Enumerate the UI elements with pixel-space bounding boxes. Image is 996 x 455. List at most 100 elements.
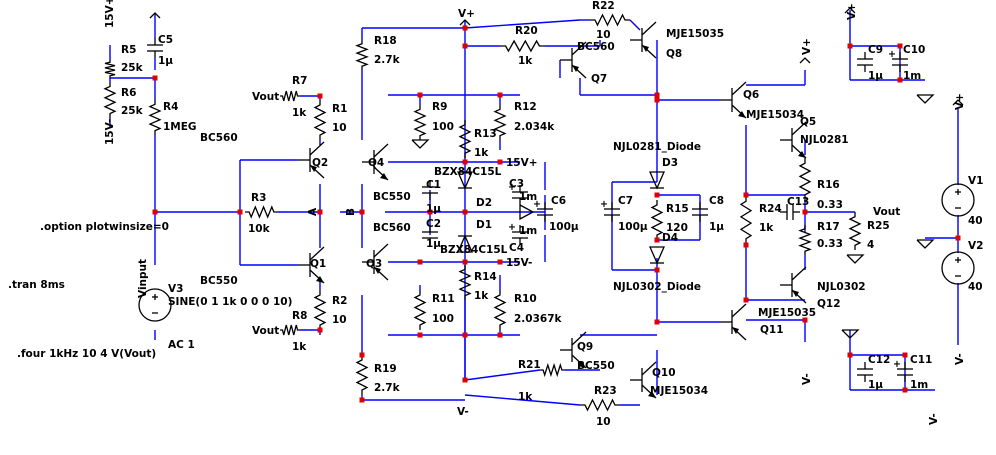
label-c1: C1 [426,179,441,191]
label-c1v: 1µ [426,203,441,215]
label-bc560-q7: BC560 [577,41,615,53]
r13-resistor [458,120,472,158]
label-c10: C10 [903,44,925,56]
junction [497,92,503,98]
label-vplus-c9: V+ [846,3,858,20]
label-vout2: Vout [252,325,279,337]
net-flag [799,57,811,64]
junction [462,377,468,383]
label-q3: Q3 [366,258,382,270]
junction [847,43,853,49]
label-r8v: 1k [292,341,307,353]
junction [743,242,749,248]
label-r9: R9 [432,101,447,113]
label-r15: R15 [666,203,689,215]
junction [417,332,423,338]
junction [497,159,503,165]
label-vout3: Vout [873,206,900,218]
c6-capacitor: + [533,199,541,210]
r22-resistor [590,13,630,27]
wire [464,394,581,406]
label-r19v: 2.7k [374,382,401,394]
junctions [152,25,961,403]
label-vminus-bot: V- [457,406,469,418]
c11-capacitor: + [893,359,901,370]
junction [462,43,468,49]
junction [427,209,433,215]
r25-resistor [848,212,862,250]
label-r5: R5 [121,44,136,56]
label-r20: R20 [515,25,538,37]
label-vplus-top: V+ [458,8,475,20]
junction [462,159,468,165]
label-c4: C4 [509,242,524,254]
r2-resistor [313,290,327,330]
label-bzx2: BZX84C15L [440,244,508,256]
junction [417,259,423,265]
net-flag [149,12,161,19]
v1-source [941,183,975,217]
r12-resistor [493,105,507,140]
r24-resistor [739,195,753,245]
junction [847,352,853,358]
junction [654,237,660,243]
label-bzx1: BZX84C15L [434,166,502,178]
label-vinput: Vinput [137,259,149,298]
label-r2: R2 [332,295,347,307]
wire [464,19,581,29]
label-q7: Q7 [591,73,607,85]
r6-resistor [103,82,117,118]
label-q12: Q12 [817,298,841,310]
wire [464,369,541,381]
junction [462,332,468,338]
label-r17: R17 [817,221,840,233]
label-tran: .tran 8ms [8,279,65,291]
q1-transistor [316,276,324,283]
q5-transistor [798,151,806,158]
ground-symbol [916,239,935,249]
label-r24: R24 [759,203,782,215]
label-c9: C9 [868,44,883,56]
label-c7v: 100µ [618,221,648,233]
q9-transistor [571,331,587,346]
junction [902,387,908,393]
junction [654,267,660,273]
label-mje15035-q8: MJE15035 [666,28,724,40]
junction [897,77,903,83]
junction [654,319,660,325]
label-r12: R12 [514,101,537,113]
net-flag [952,99,964,106]
c3-capacitor: + [508,182,516,193]
label-r25: R25 [867,220,890,232]
label-v2: V2 [968,240,983,252]
label-q11: Q11 [760,324,784,336]
q7-transistor [572,65,579,72]
label-mje15034-q10: MJE15034 [650,385,708,397]
label-r6: R6 [121,87,136,99]
label-c11: C11 [910,354,932,366]
r18-resistor [355,40,369,70]
label-c5: C5 [158,34,173,46]
label-c3: C3 [509,178,524,190]
r5-resistor [104,60,116,78]
label-v15m: 15V- [506,257,532,269]
wire [629,19,641,31]
label-c10v: 1m [903,70,921,82]
junction [359,397,365,403]
junction [955,235,961,241]
q7-transistor [571,41,587,56]
label-na: A [307,207,319,216]
q10-transistor [648,391,656,398]
label-q4: Q4 [368,157,384,169]
q3-transistor [374,267,381,274]
label-q9: Q9 [577,341,593,353]
label-v15m-r6: 15V- [104,119,116,145]
label-r3v: 10k [248,223,271,235]
label-mje15034-q6: MJE15034 [746,109,804,121]
r7-resistor [280,90,300,102]
label-r14v: 1k [474,290,489,302]
label-r1: R1 [332,103,347,115]
q8-transistor [641,21,657,36]
